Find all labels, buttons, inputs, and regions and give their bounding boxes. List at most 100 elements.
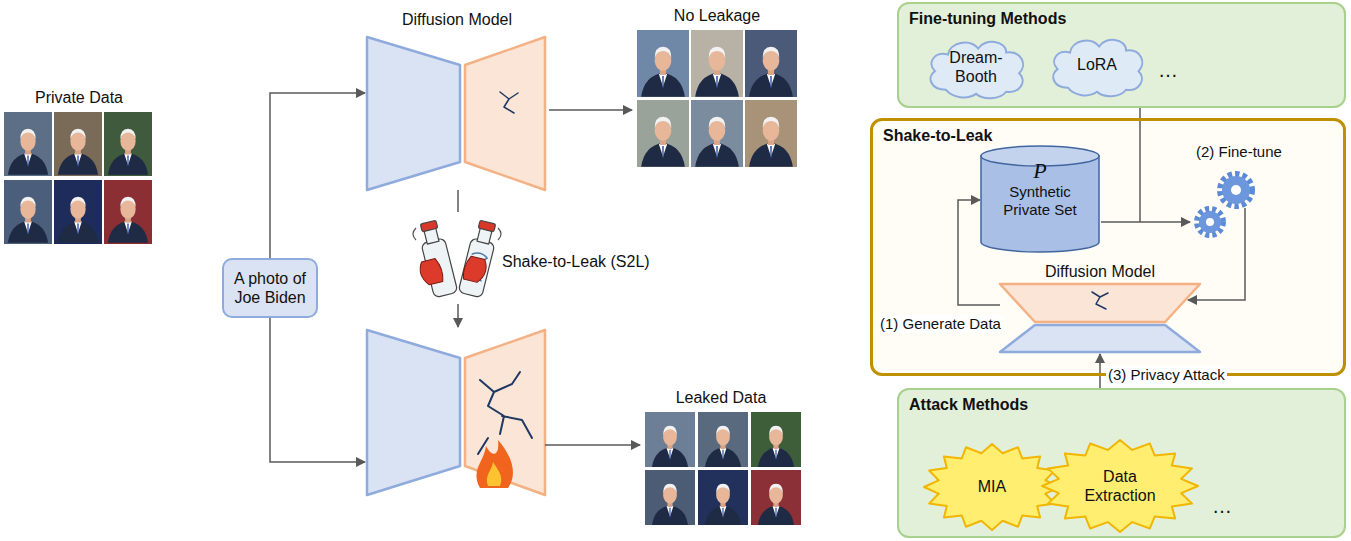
photo-grid — [652, 426, 688, 467]
method-cloud-outline — [1053, 40, 1142, 96]
dataset-cylinder: PSynthetic Private Set — [980, 145, 1100, 253]
shake-bottles-icon — [462, 255, 488, 283]
node-text: Dream- Booth — [944, 48, 1008, 86]
label-box: (2) Fine-tune — [1196, 143, 1282, 161]
node-text: No Leakage — [674, 6, 760, 25]
flow-arrow — [1099, 354, 1101, 388]
encoder-trapezoid — [1000, 325, 1200, 352]
panel-fill — [870, 118, 1346, 376]
photo-grid — [691, 100, 743, 167]
prompt-box: A photo of Joe Biden — [222, 258, 318, 318]
method-cloud-outline — [922, 34, 1030, 100]
photo-grid — [698, 412, 748, 467]
photo-grid — [58, 129, 98, 175]
photo-grid — [745, 30, 797, 97]
photo-grid — [637, 30, 689, 97]
label-box: … — [1212, 494, 1232, 518]
method-panel: Attack MethodsMIA Data Extraction — [897, 388, 1346, 538]
photo-grid — [758, 484, 794, 525]
shake-bottles-icon — [418, 258, 444, 286]
encoder-trapezoid — [367, 37, 460, 190]
edge-label-box: (3) Privacy Attack — [1106, 366, 1227, 384]
photo-grid — [641, 47, 685, 97]
photo-grid — [695, 117, 739, 167]
photo-grid — [751, 412, 801, 467]
panel-heading: Fine-tuning Methods — [909, 9, 1334, 28]
crack-mark — [1092, 292, 1108, 309]
panel-heading: Attack Methods — [909, 395, 1334, 414]
flow-wire — [457, 304, 459, 327]
photo-group: Private Data — [2, 86, 156, 246]
photo-grid — [652, 484, 688, 525]
attack-burst-outline — [924, 444, 1060, 530]
photo-grid — [645, 470, 695, 525]
step-label: (2) Fine-tune — [1196, 143, 1282, 161]
model-block: Diffusion Model — [1000, 260, 1200, 354]
photo-grid — [108, 129, 148, 175]
encoder-trapezoid — [367, 37, 1200, 495]
photo-grid — [108, 197, 148, 243]
shake-bottles-icon — [409, 219, 501, 299]
shake-bottles-icon — [458, 238, 495, 298]
photo-grid — [104, 180, 152, 244]
node-text: Leaked Data — [676, 388, 767, 407]
photo-grid — [641, 117, 685, 167]
flow-wire — [270, 108, 1245, 462]
photo-grid — [4, 30, 801, 525]
decoder-trapezoid — [465, 330, 545, 495]
decoder-trapezoid — [465, 37, 1200, 495]
photo-grid — [749, 47, 793, 97]
edge-label-box: (1) Generate Data — [878, 315, 1003, 333]
node-text: Diffusion Model — [1045, 262, 1155, 281]
shake-bottles-icon — [409, 219, 458, 299]
method-label: Shake-to-Leak (S2L) — [502, 252, 650, 271]
attack-burst: Data Extraction — [1040, 438, 1200, 534]
attack-burst: MIA — [922, 442, 1062, 532]
ellipsis-mark: … — [1212, 494, 1232, 518]
gear-icon — [1206, 218, 1214, 226]
photo-grid — [758, 426, 794, 467]
photo-grid — [4, 112, 52, 176]
node-text: P — [1033, 159, 1046, 183]
shake-bottles-icon — [458, 219, 499, 298]
shake-bottles-icon — [420, 220, 437, 232]
photo-grid — [637, 100, 689, 167]
decoder-trapezoid — [1000, 284, 1200, 322]
gear-icon — [1220, 174, 1252, 206]
photo-grid — [749, 117, 793, 167]
gear-icon — [1197, 174, 1252, 235]
decoder-trapezoid — [465, 37, 545, 190]
photo-grid — [705, 484, 741, 525]
shake-bottles-icon — [413, 228, 501, 240]
node-text: A photo of Joe Biden — [230, 269, 310, 307]
flow-arrow — [270, 93, 365, 258]
edge-label: (3) Privacy Attack — [1106, 366, 1227, 384]
photo-grid — [104, 112, 152, 176]
method-panel: Fine-tuning MethodsDream- Booth LoRA — [897, 2, 1346, 108]
method-cloud: Dream- Booth — [922, 34, 1030, 100]
photo-grid — [54, 112, 102, 176]
node-text: Data Extraction — [1074, 467, 1166, 505]
node-text: MIA — [978, 477, 1006, 496]
method-cloud: LoRA — [1045, 32, 1149, 98]
photo-grid — [691, 30, 743, 97]
flow-arrow — [549, 109, 632, 111]
fire-icon — [476, 440, 513, 488]
dataset-cylinder-outline — [981, 155, 1099, 252]
model-block: Diffusion Model — [365, 8, 549, 192]
method-cloud-outline — [931, 42, 1024, 98]
fire-icon — [487, 462, 501, 486]
node-text: Synthetic Private Set — [990, 183, 1090, 219]
photo-grid — [4, 180, 52, 244]
panel-heading: Shake-to-Leak — [883, 126, 1333, 145]
photo-group: Leaked Data — [640, 386, 802, 527]
photo-grid — [645, 412, 695, 467]
crack-mark — [478, 372, 532, 454]
crack-mark — [500, 92, 518, 113]
photo-grid — [745, 100, 797, 167]
flow-wire — [457, 190, 459, 212]
photo-grid — [8, 129, 48, 175]
encoder-trapezoid — [367, 330, 460, 495]
